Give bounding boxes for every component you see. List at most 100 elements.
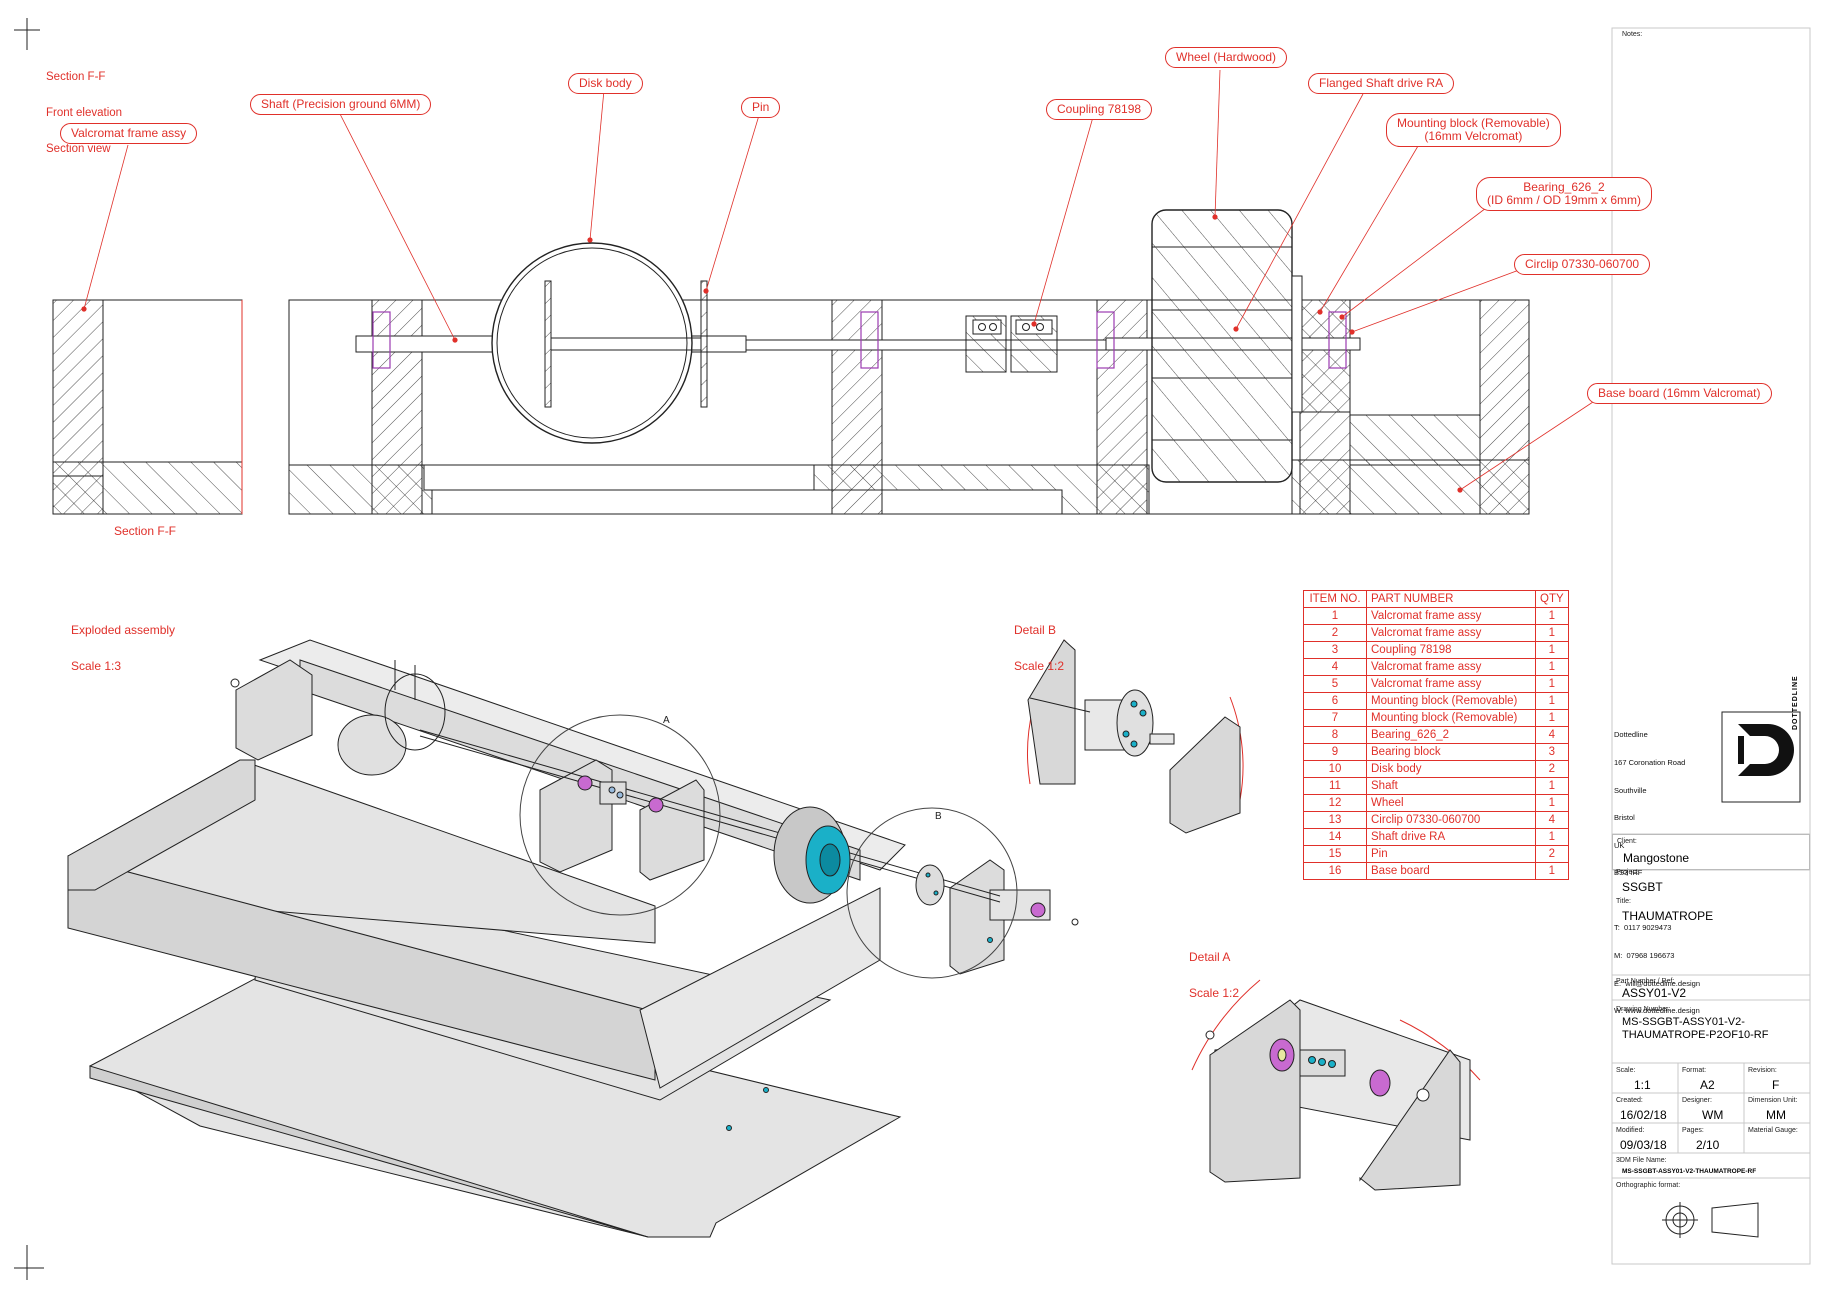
item-no-cell: 12 <box>1303 794 1367 812</box>
detail-a-label-line1: Detail A <box>1189 950 1231 964</box>
callout-base-board: Base board (16mm Valcromat) <box>1587 383 1772 404</box>
drawing-value-line2: THAUMATROPE-P2OF10-RF <box>1622 1029 1769 1041</box>
section-heading-line3: Section view <box>46 143 111 155</box>
part-number-cell: Base board <box>1366 862 1536 880</box>
item-no-cell: 7 <box>1303 709 1367 727</box>
section-caption: Section F-F <box>114 524 177 538</box>
header-qty: QTY <box>1535 590 1569 608</box>
project-box: Project: SSGBT <box>1612 866 1810 896</box>
part-value: ASSY01-V2 <box>1622 986 1687 1000</box>
detail-a <box>1191 979 1481 1191</box>
callout-bearing: Bearing_626_2 (ID 6mm / OD 19mm x 6mm) <box>1476 177 1653 211</box>
callout-disk-body: Disk body <box>568 73 643 94</box>
qty-cell: 1 <box>1535 658 1569 676</box>
item-no-cell: 11 <box>1303 777 1367 795</box>
leader-lines <box>81 69 1597 493</box>
item-no-cell: 14 <box>1303 828 1367 846</box>
qty-cell: 1 <box>1535 862 1569 880</box>
registration-marks <box>14 18 44 1280</box>
designer-value: WM <box>1702 1108 1724 1122</box>
part-number-cell: Valcromat frame assy <box>1366 607 1536 625</box>
exploded-assembly <box>67 639 1079 1238</box>
part-number-cell: Shaft drive RA <box>1366 828 1536 846</box>
company-web: W: www.dottedline.design <box>1614 1006 1700 1016</box>
callout-bearing-line1: Bearing_626_2 <box>1523 180 1605 194</box>
callout-pin: Pin <box>741 97 781 118</box>
client-label: Client: <box>1617 838 1637 845</box>
dottedline-logo <box>1721 711 1801 803</box>
exploded-label-line1: Exploded assembly <box>71 623 176 637</box>
item-no-cell: 3 <box>1303 641 1367 659</box>
exploded-label: Exploded assembly Scale 1:3 <box>71 600 175 684</box>
address-line1: 167 Coronation Road <box>1614 758 1686 768</box>
callout-mounting-block: Mounting block (Removable) (16mm Velcrom… <box>1386 113 1561 147</box>
pages-label: Pages: <box>1682 1127 1704 1134</box>
detail-b <box>1027 639 1244 834</box>
part-number-cell: Disk body <box>1366 760 1536 778</box>
scale-label: Scale: <box>1616 1067 1636 1074</box>
detail-a-label-line2: Scale 1:2 <box>1189 986 1240 1000</box>
callout-flanged-shaft: Flanged Shaft drive RA <box>1308 73 1455 94</box>
section-heading-line2: Front elevation <box>46 107 123 119</box>
callout-shaft: Shaft (Precision ground 6MM) <box>250 94 432 115</box>
file-value: MS-SSGBT-ASSY01-V2-THAUMATROPE-RF <box>1622 1168 1757 1175</box>
item-no-cell: 6 <box>1303 692 1367 710</box>
qty-cell: 1 <box>1535 777 1569 795</box>
format-value: A2 <box>1700 1078 1715 1092</box>
callout-valcromat-frame: Valcromat frame assy <box>60 123 198 144</box>
item-no-cell: 8 <box>1303 726 1367 744</box>
part-number-cell: Shaft <box>1366 777 1536 795</box>
exploded-label-line2: Scale 1:3 <box>71 659 122 673</box>
header-item-no: ITEM NO. <box>1303 590 1367 608</box>
company-email: E: will@dottedline.design <box>1614 978 1700 988</box>
callout-mounting-line2: (16mm Velcromat) <box>1424 129 1523 143</box>
part-number-cell: Wheel <box>1366 794 1536 812</box>
company-tel: T: 0117 9029473 <box>1614 923 1672 933</box>
detail-marker-a: A <box>663 715 670 726</box>
part-number-cell: Mounting block (Removable) <box>1366 709 1536 727</box>
title-value: THAUMATROPE <box>1622 909 1714 923</box>
units-label: Dimension Unit: <box>1748 1097 1798 1104</box>
title-label: Title: <box>1616 898 1631 905</box>
format-label: Format: <box>1682 1067 1707 1074</box>
section-heading-line1: Section F-F <box>46 71 106 83</box>
callout-coupling: Coupling 78198 <box>1046 99 1153 120</box>
qty-cell: 1 <box>1535 828 1569 846</box>
scale-value: 1:1 <box>1634 1078 1651 1092</box>
file-label: 3DM File Name: <box>1616 1157 1667 1164</box>
parts-table-header: ITEM NO. PART NUMBER QTY <box>1303 590 1569 608</box>
item-no-cell: 9 <box>1303 743 1367 761</box>
qty-cell: 4 <box>1535 726 1569 744</box>
pages-value: 2/10 <box>1696 1138 1720 1152</box>
qty-cell: 1 <box>1535 692 1569 710</box>
part-number-cell: Valcromat frame assy <box>1366 675 1536 693</box>
qty-cell: 1 <box>1535 794 1569 812</box>
item-no-cell: 16 <box>1303 862 1367 880</box>
created-label: Created: <box>1616 1097 1643 1104</box>
part-number-cell: Pin <box>1366 845 1536 863</box>
section-heading: Section F-F Front elevation Section view <box>46 47 122 167</box>
drawing-label: Drawing Number: <box>1616 1006 1671 1013</box>
part-number-cell: Valcromat frame assy <box>1366 624 1536 642</box>
item-no-cell: 5 <box>1303 675 1367 693</box>
company-address: Dottedline 167 Coronation Road Southvill… <box>1614 712 1700 1025</box>
part-number-cell: Valcromat frame assy <box>1366 658 1536 676</box>
detail-b-label-line1: Detail B <box>1014 623 1057 637</box>
notes-label: Notes: <box>1622 31 1643 38</box>
qty-cell: 1 <box>1535 607 1569 625</box>
header-part-number: PART NUMBER <box>1366 590 1536 608</box>
item-no-cell: 15 <box>1303 845 1367 863</box>
qty-cell: 2 <box>1535 845 1569 863</box>
section-ff-view <box>52 299 243 515</box>
qty-cell: 4 <box>1535 811 1569 829</box>
